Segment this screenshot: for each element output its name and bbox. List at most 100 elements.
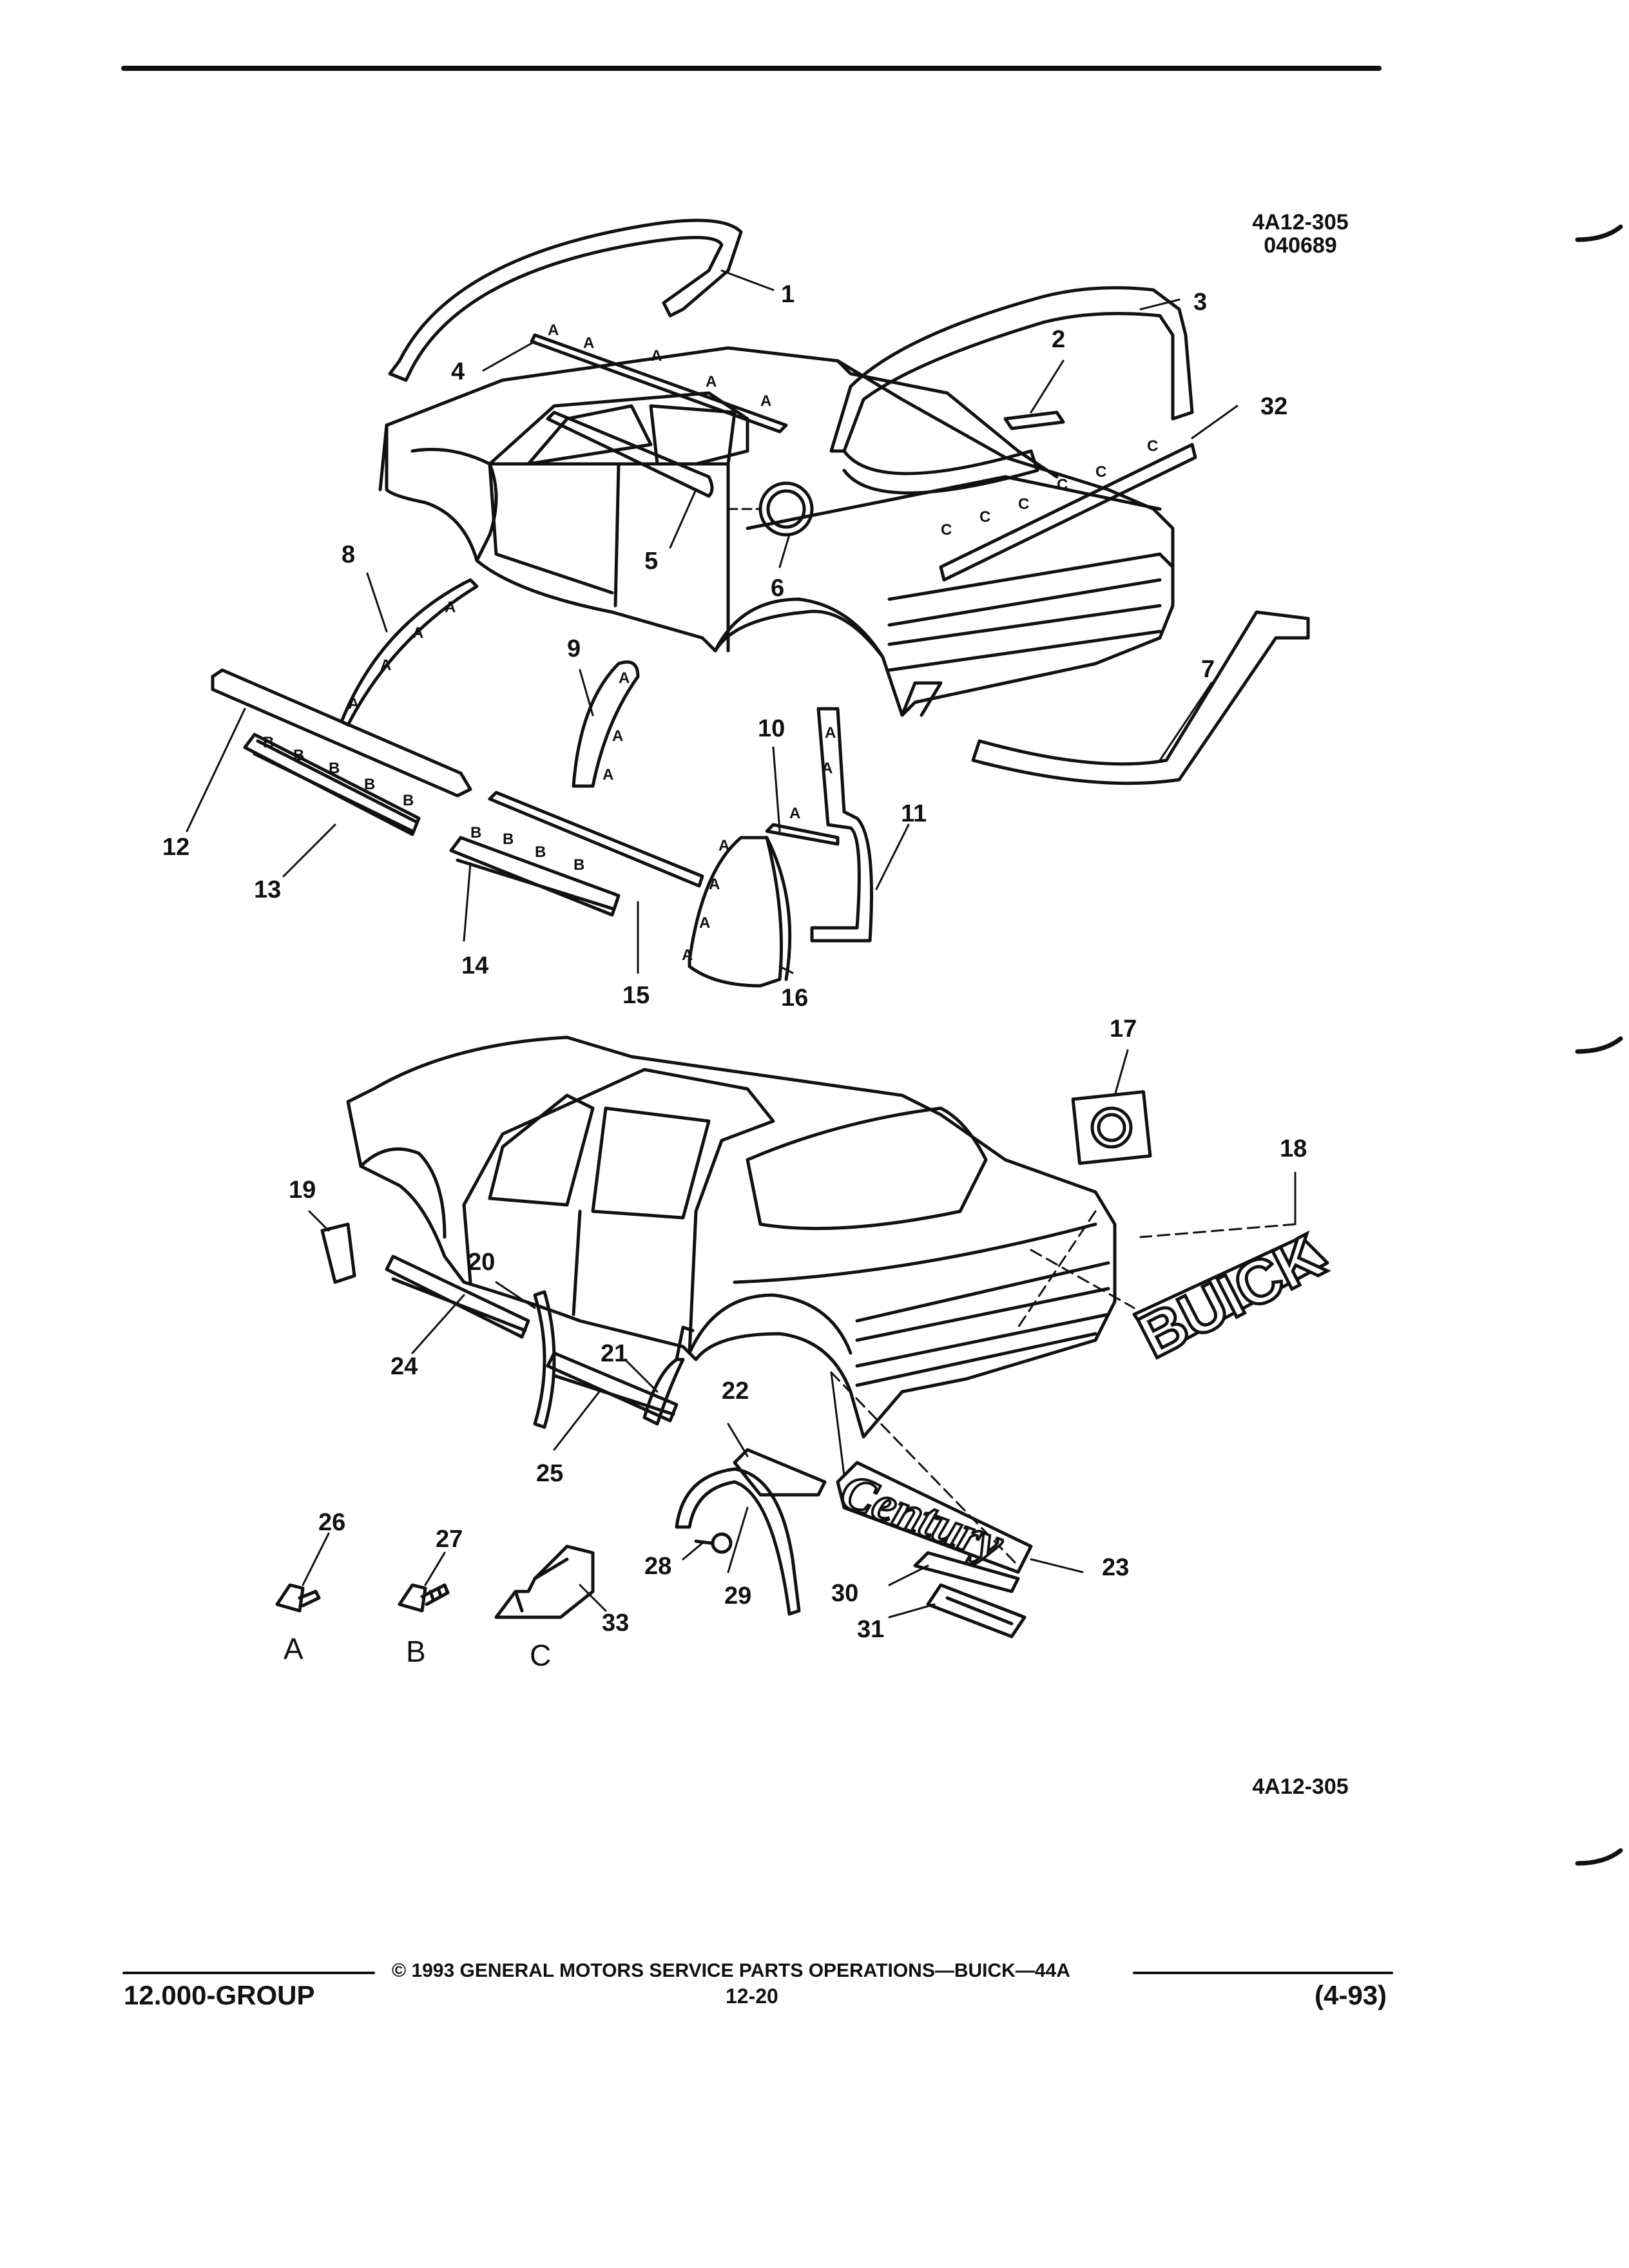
callout-6: 6: [771, 575, 785, 602]
callout-22: 22: [722, 1378, 749, 1405]
part-21-molding: [642, 1358, 685, 1426]
part-16-panel: [688, 836, 783, 988]
part-18-emblem-outline: [1132, 1235, 1329, 1355]
clip-letter-a: A: [651, 347, 662, 365]
clip-letter-a: A: [445, 599, 456, 616]
callout-27: 27: [436, 1526, 463, 1553]
callout-11: 11: [901, 800, 927, 827]
part-10-molding: [765, 823, 840, 846]
clip-letter-b: B: [329, 760, 340, 777]
fastener-type-a: A: [284, 1632, 304, 1666]
clip-letter-a: A: [699, 914, 710, 932]
fastener-type-c: C: [530, 1639, 552, 1672]
callout-12: 12: [162, 834, 190, 861]
callout-20: 20: [468, 1249, 496, 1276]
clip-letter-c: C: [941, 521, 952, 539]
clip-letter-a: A: [619, 669, 630, 687]
callout-32: 32: [1260, 393, 1288, 420]
callout-10: 10: [758, 715, 786, 742]
callout-1: 1: [781, 281, 795, 308]
callout-16: 16: [781, 985, 809, 1012]
clip-letter-a: A: [709, 876, 720, 893]
binder-mark: [1575, 1036, 1623, 1054]
callout-5: 5: [644, 548, 659, 575]
part-24-rocker-panel: [385, 1254, 530, 1339]
part-23-nameplate-outline: [836, 1461, 1033, 1574]
part-9-molding: [572, 660, 640, 788]
binder-mark: [1575, 224, 1623, 242]
callout-33: 33: [602, 1610, 630, 1637]
callout-13: 13: [254, 876, 282, 903]
century-nameplate: Century: [834, 1462, 1010, 1572]
figure-sub-code: 040689: [1264, 233, 1337, 258]
clip-letter-c: C: [1057, 476, 1068, 494]
callout-7: 7: [1201, 656, 1215, 683]
callout-9: 9: [567, 635, 581, 662]
date-code: (4-93): [1315, 1980, 1387, 2010]
clip-letter-c: C: [1095, 463, 1106, 481]
clip-letter-a: A: [789, 805, 800, 822]
clip-letter-b: B: [574, 856, 584, 874]
clip-letter-a: A: [822, 760, 833, 777]
callout-2: 2: [1052, 326, 1066, 353]
figure-code: 4A12-305: [1252, 210, 1349, 235]
callout-18: 18: [1280, 1135, 1307, 1162]
clip-letter-a: A: [718, 837, 729, 854]
callout-30: 30: [831, 1580, 859, 1607]
clip-letter-b: B: [364, 776, 375, 793]
callout-28: 28: [644, 1553, 672, 1580]
clip-letter-a: A: [380, 657, 391, 674]
callout-3: 3: [1193, 289, 1208, 316]
part-29-wheel-molding: [675, 1467, 801, 1616]
callout-25: 25: [536, 1460, 564, 1487]
buick-emblem: BUICK: [1128, 1221, 1334, 1371]
part-25-rocker-panel: [546, 1351, 679, 1423]
callout-21: 21: [601, 1340, 628, 1367]
part-1-roof-molding: [388, 218, 743, 382]
lower-car-body: [346, 1035, 1117, 1439]
part-31-nameplate: [926, 1583, 1027, 1639]
part-33-clip-c: [494, 1544, 595, 1619]
clip-letter-a: A: [760, 392, 771, 410]
clip-letter-a: A: [548, 322, 559, 339]
part-13-rocker-panel: [243, 733, 421, 836]
clip-letter-b: B: [403, 792, 414, 809]
callout-17: 17: [1110, 1015, 1137, 1043]
callout-29: 29: [724, 1582, 752, 1610]
callout-31: 31: [857, 1616, 885, 1643]
part-32-molding: [939, 443, 1197, 582]
clip-letter-b: B: [470, 824, 481, 841]
clip-letter-b: B: [535, 843, 546, 861]
clip-letter-a: A: [583, 334, 594, 352]
part-28-screw: [694, 1532, 733, 1554]
part-27-fastener-b: [398, 1583, 450, 1613]
part-7-bumper-strip: [971, 610, 1310, 785]
callout-15: 15: [622, 982, 650, 1009]
clip-letter-a: A: [682, 947, 693, 964]
part-5-molding: [546, 410, 714, 498]
part-8-arch-molding: [340, 578, 479, 727]
upper-car-body: [378, 346, 1175, 717]
clip-letter-b: B: [293, 747, 304, 764]
callout-26: 26: [318, 1509, 346, 1536]
part-20-molding: [533, 1290, 556, 1429]
binder-mark: [1575, 1848, 1623, 1866]
copyright-line: © 1993 GENERAL MOTORS SERVICE PARTS OPER…: [392, 1960, 1070, 1981]
clip-letter-a: A: [602, 766, 613, 783]
clip-letter-c: C: [1018, 495, 1029, 513]
clip-letter-c: C: [979, 508, 990, 526]
part-11-molding: [810, 707, 873, 943]
part-19-trim: [320, 1222, 356, 1284]
clip-letter-a: A: [706, 373, 717, 390]
clip-letter-a: A: [348, 695, 359, 713]
callout-4: 4: [451, 358, 465, 385]
group-label: 12.000-GROUP: [124, 1980, 315, 2010]
clip-letter-c: C: [1147, 437, 1158, 455]
callout-8: 8: [342, 541, 356, 568]
clip-letter-a: A: [825, 724, 836, 742]
footer-figure-code: 4A12-305: [1252, 1774, 1349, 1799]
clip-letter-a: A: [412, 624, 423, 642]
part-3-rear-window-molding: [829, 286, 1194, 453]
part-15-molding: [488, 791, 704, 888]
